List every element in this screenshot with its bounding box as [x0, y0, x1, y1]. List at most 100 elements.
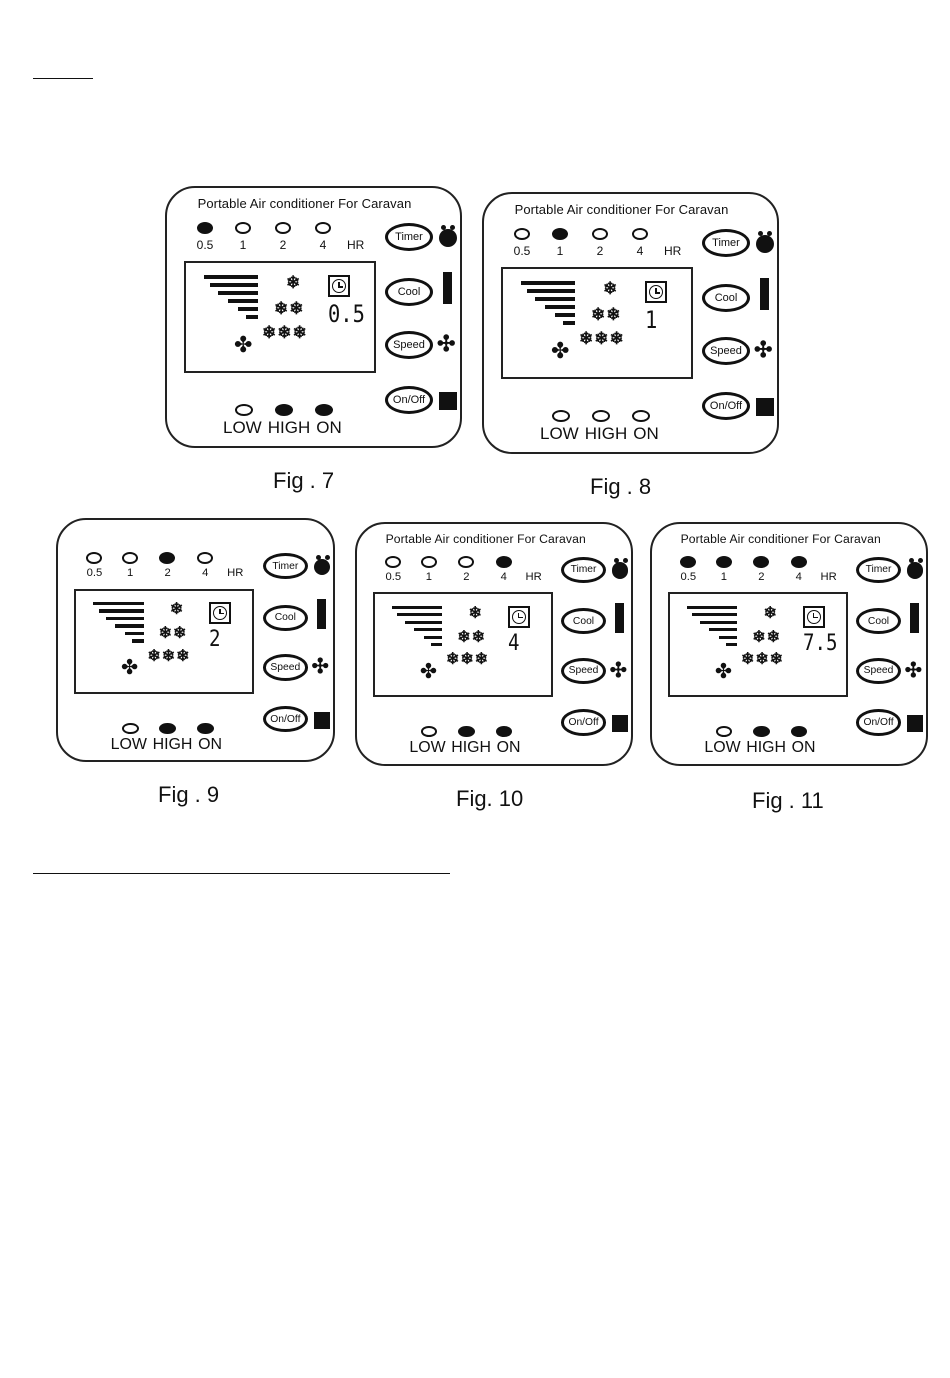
speed-button[interactable]: Speed — [262, 654, 308, 681]
figure-caption: Fig . 9 — [158, 782, 220, 807]
level-bar — [563, 321, 575, 325]
cool-level-icon: ❄ — [286, 273, 302, 292]
status-indicator-low — [715, 726, 733, 738]
timer-label: 4 — [319, 238, 327, 252]
cool-button[interactable]: Cool — [856, 608, 901, 635]
timer-button[interactable]: Timer — [385, 223, 433, 251]
timer-readout: 7.5 — [802, 629, 838, 656]
timer-indicator-4 — [495, 555, 512, 568]
timer-label: 4 — [636, 244, 644, 258]
figure-caption: Fig . 7 — [273, 468, 335, 493]
clock-icon — [507, 605, 530, 628]
timer-indicator-4 — [315, 222, 331, 234]
status-label-high: HIGH — [584, 424, 628, 443]
timer-label: 4 — [202, 566, 209, 579]
cool-bar-icon — [317, 598, 326, 629]
cool-level-icon: ❄ — [603, 279, 619, 298]
timer-indicator-1 — [121, 551, 138, 564]
timer-button[interactable]: Timer — [561, 556, 606, 583]
cool-level-icon: ❄❄ — [457, 628, 486, 646]
speed-button[interactable]: Speed — [385, 331, 433, 359]
timer-readout: 4 — [507, 629, 520, 656]
timer-label: 2 — [758, 570, 765, 583]
onoff-button[interactable]: On/Off — [702, 392, 750, 420]
cool-level-icon: ❄ — [763, 604, 778, 622]
fan-icon: ✤ — [234, 332, 253, 357]
cool-level-icon: ❄❄ — [274, 299, 305, 318]
cool-button[interactable]: Cool — [385, 278, 433, 306]
cool-level-icon: ❄❄ — [752, 628, 781, 646]
clock-face — [332, 279, 346, 293]
cool-level-icon: ❄❄❄ — [579, 329, 625, 348]
cool-bar-icon — [760, 278, 769, 310]
level-bar — [709, 628, 738, 632]
timer-label: 1 — [556, 244, 564, 258]
level-bar — [218, 291, 258, 295]
level-bar — [527, 289, 575, 293]
onoff-button[interactable]: On/Off — [385, 386, 433, 414]
alarm-icon — [439, 225, 457, 247]
level-bar — [132, 639, 144, 643]
onoff-button[interactable]: On/Off — [561, 709, 606, 736]
lcd-display: ❄❄❄❄❄❄2✤ — [73, 588, 255, 694]
clock-icon — [328, 275, 350, 297]
panel-title: Portable Air conditioner For Caravan — [514, 202, 729, 217]
speed-button[interactable]: Speed — [561, 657, 606, 685]
status-label-low: LOW — [110, 736, 147, 754]
level-bar — [124, 631, 144, 636]
timer-indicator-2 — [753, 555, 770, 568]
onoff-button[interactable]: On/Off — [856, 709, 901, 736]
timer-label: 2 — [596, 244, 604, 258]
timer-indicator-4 — [790, 555, 807, 568]
level-bar — [535, 297, 575, 301]
speed-button[interactable]: Speed — [856, 657, 901, 685]
status-label-on: ON — [633, 424, 659, 443]
level-bar — [98, 609, 144, 613]
cool-bar-icon — [615, 602, 624, 633]
timer-readout: 1 — [645, 306, 658, 334]
timer-button[interactable]: Timer — [856, 556, 901, 583]
onoff-button[interactable]: On/Off — [262, 706, 308, 733]
status-indicator-on — [632, 410, 650, 422]
status-indicator-high — [159, 722, 177, 735]
level-bar — [115, 624, 144, 628]
status-label-on: ON — [198, 736, 223, 754]
level-bar — [397, 613, 443, 617]
speed-button[interactable]: Speed — [702, 337, 750, 365]
level-bar — [92, 601, 144, 606]
cool-button[interactable]: Cool — [262, 604, 308, 631]
status-indicator-low — [235, 404, 253, 416]
cool-button[interactable]: Cool — [561, 608, 606, 635]
timer-label: 1 — [720, 570, 728, 583]
status-label-high: HIGH — [267, 418, 311, 437]
power-square-icon — [611, 714, 629, 732]
cool-level-icon: ❄❄❄ — [147, 647, 191, 665]
level-bar — [686, 605, 738, 609]
level-bar — [204, 275, 258, 279]
status-label-low: LOW — [409, 739, 446, 757]
level-bar — [210, 283, 258, 287]
clock-hand — [812, 616, 818, 619]
lcd-display: ❄❄❄❄❄❄7.5✤ — [667, 592, 848, 698]
clock-hand — [655, 288, 657, 293]
status-indicator-on — [790, 726, 808, 738]
clock-hand — [517, 612, 520, 618]
cool-button[interactable]: Cool — [702, 284, 750, 312]
status-label-high: HIGH — [746, 739, 787, 757]
hr-label: HR — [227, 566, 244, 579]
alarm-icon — [906, 558, 924, 580]
cool-level-icon: ❄❄ — [591, 305, 622, 324]
fan-speed-icon: ✣ — [311, 655, 329, 679]
timer-button[interactable]: Timer — [702, 229, 750, 257]
status-label-low: LOW — [704, 739, 741, 757]
clock-hand — [219, 608, 221, 614]
timer-button[interactable]: Timer — [262, 552, 308, 580]
lcd-display: ❄❄❄❄❄❄0.5✤ — [184, 261, 376, 373]
clock-hand — [338, 282, 340, 287]
level-bar — [555, 313, 575, 317]
level-bar — [228, 299, 258, 303]
power-square-icon — [906, 714, 924, 732]
